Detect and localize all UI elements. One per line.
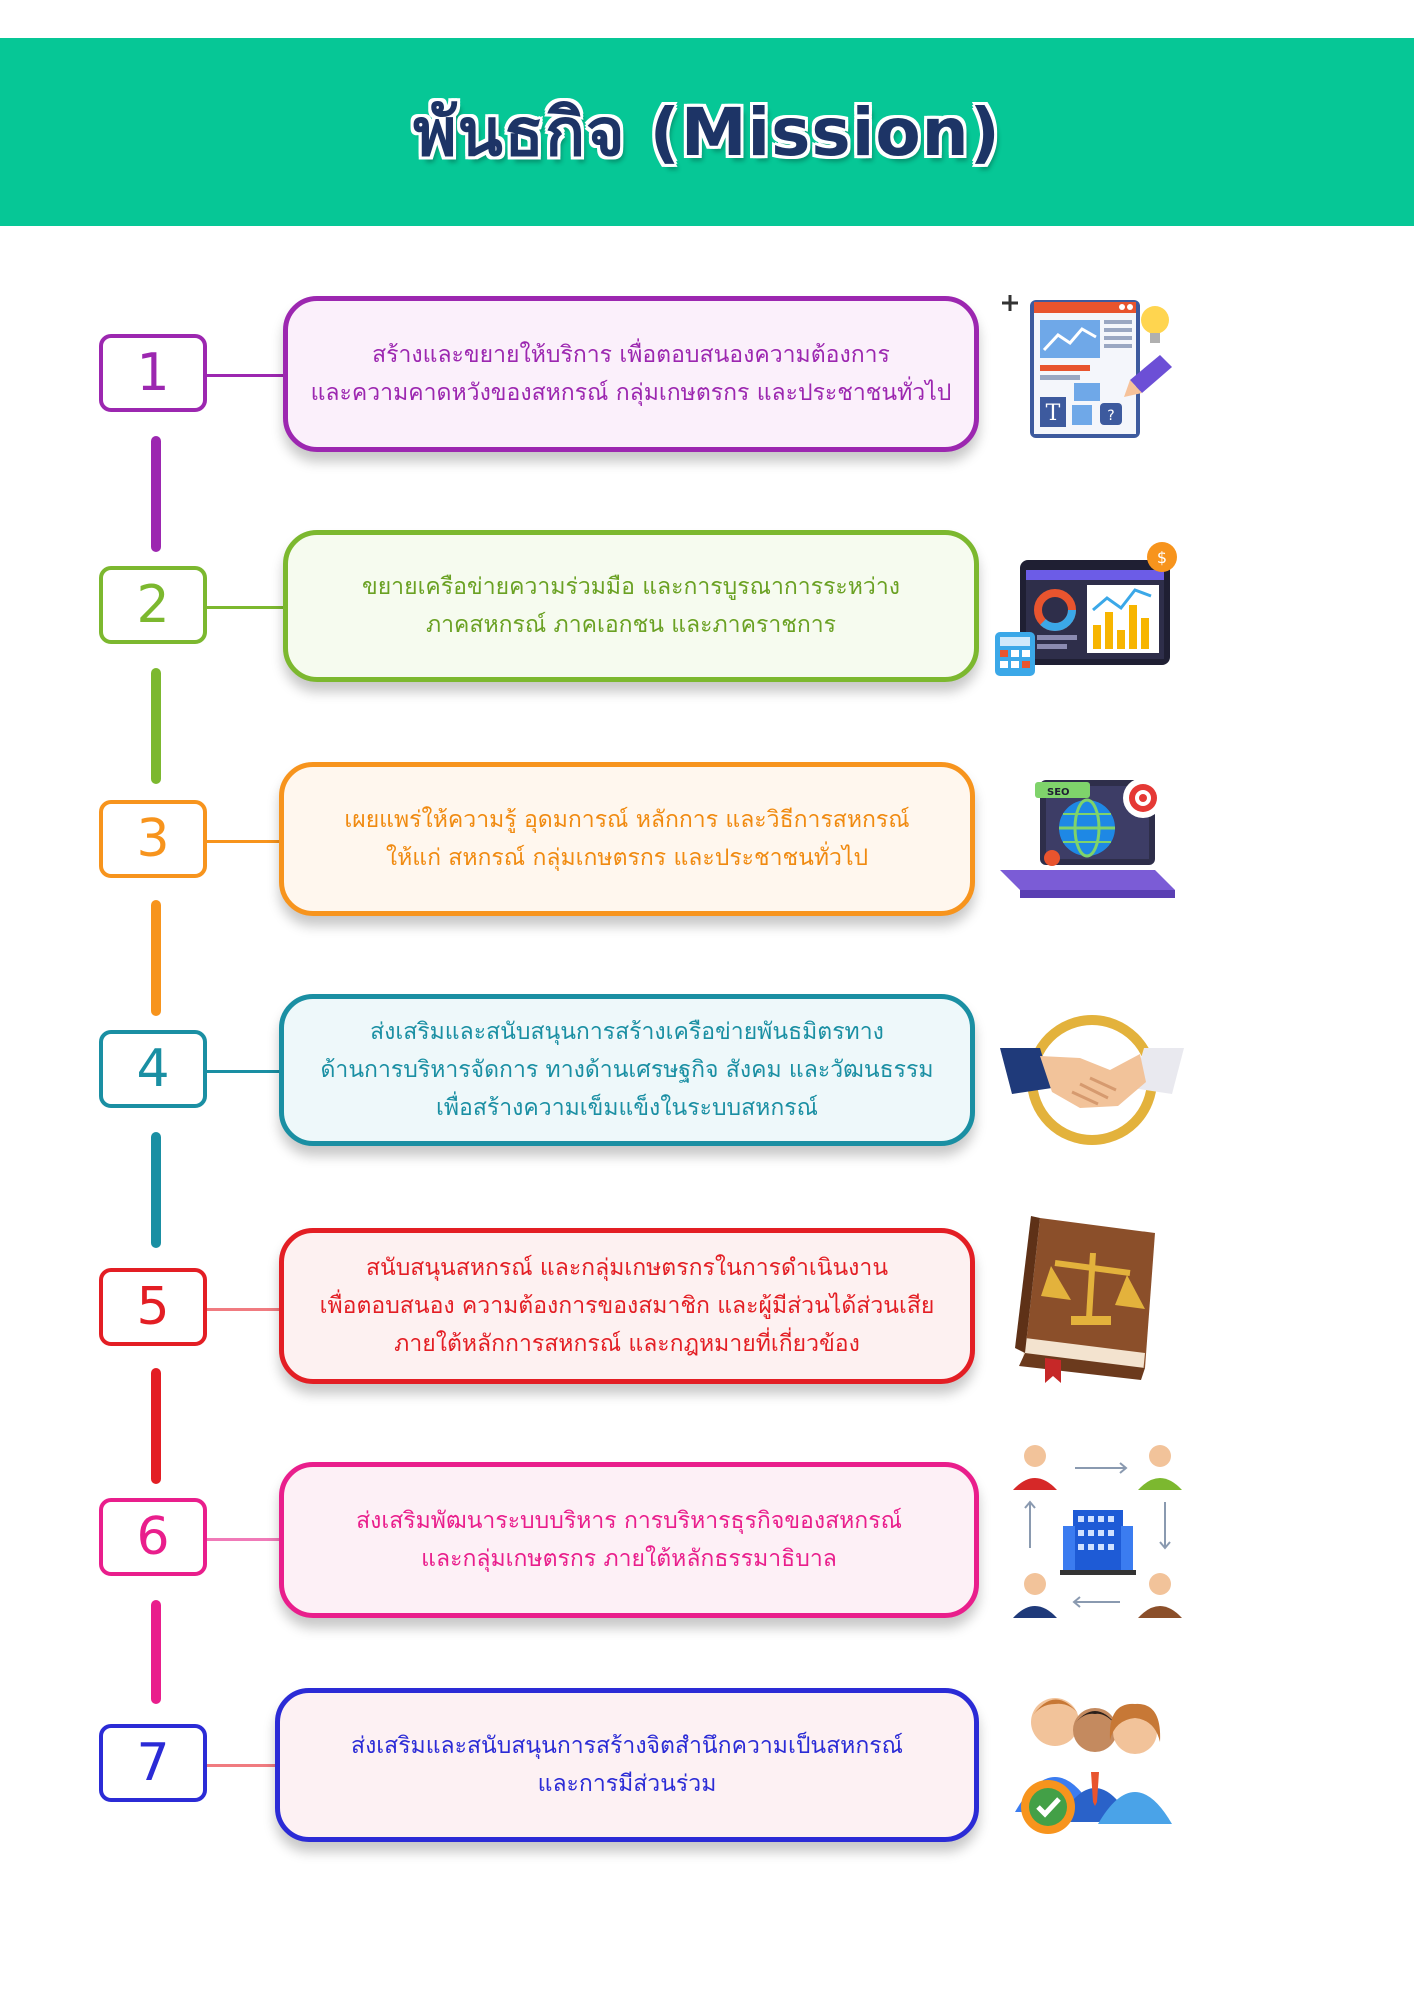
mission-connector-2 [207,606,285,609]
mission-box-6: ส่งเสริมพัฒนาระบบบริหาร การบริหารธุรกิจข… [279,1462,979,1618]
mission-connector-6 [207,1538,282,1541]
mission-box-3: เผยแพร่ให้ความรู้ อุดมการณ์ หลักการ และว… [279,762,975,916]
law-book-icon [1015,1216,1155,1383]
mission-text-7-line-1: ส่งเสริมและสนับสนุนการสร้างจิตสำนึกความเ… [351,1733,903,1759]
mission-connector-3 [207,840,282,843]
seo-laptop-icon: SEO [1000,778,1175,898]
team-people-icon [1015,1698,1172,1834]
mission-box-4: ส่งเสริมและสนับสนุนการสร้างเครือข่ายพันธ… [279,994,975,1146]
mission-text-2-line-1: ขยายเครือข่ายความร่วมมือ และการบูรณาการร… [361,574,900,600]
mission-text-3-line-2: ให้แก่ สหกรณ์ กลุ่มเกษตรกร และประชาชนทั่… [385,845,869,871]
svg-text:T: T [1046,401,1061,426]
title-banner: พันธกิจ (Mission) [0,38,1414,226]
mission-box-2: ขยายเครือข่ายความร่วมมือ และการบูรณาการร… [283,530,979,682]
mission-box-1: สร้างและขยายให้บริการ เพื่อตอบสนองความต้… [283,296,979,452]
mission-text-3-line-1: เผยแพร่ให้ความรู้ อุดมการณ์ หลักการ และว… [344,807,910,833]
organization-network-icon [1013,1445,1182,1618]
mission-text-4-line-2: ด้านการบริหารจัดการ ทางด้านเศรษฐกิจ สังค… [320,1057,934,1083]
mission-number-5: 5 [99,1268,207,1346]
timeline-segment-3-4 [151,900,161,1016]
mission-text-6-line-2: และกลุ่มเกษตรกร ภายใต้หลักธรรมาธิบาล [421,1546,837,1572]
svg-text:$: $ [1157,548,1167,567]
mission-number-3: 3 [99,800,207,878]
mission-connector-4 [207,1070,282,1073]
mission-connector-1 [207,374,285,377]
mission-connector-5 [207,1308,282,1311]
timeline-segment-2-3 [151,668,161,784]
analytics-dashboard-icon: $ [995,542,1177,676]
svg-text:?: ? [1107,408,1114,424]
mission-connector-7 [207,1764,279,1767]
mission-number-4: 4 [99,1030,207,1108]
mission-text-1-line-1: สร้างและขยายให้บริการ เพื่อตอบสนองความต้… [372,342,890,368]
mission-text-4-line-3: เพื่อสร้างความเข็มแข็งในระบบสหกรณ์ [436,1095,818,1121]
mission-box-5: สนับสนุนสหกรณ์ และกลุ่มเกษตรกรในการดำเนิ… [279,1228,975,1384]
timeline-segment-1-2 [151,436,161,552]
web-design-icon: T ? [1002,295,1172,438]
mission-text-5-line-2: เพื่อตอบสนอง ความต้องการของสมาชิก และผู้… [319,1293,935,1319]
mission-text-1-line-2: และความคาดหวังของสหกรณ์ กลุ่มเกษตรกร และ… [310,380,952,406]
mission-number-6: 6 [99,1498,207,1576]
mission-text-7-line-2: และการมีส่วนร่วม [537,1771,717,1797]
mission-text-5-line-3: ภายใต้หลักการสหกรณ์ และกฎหมายที่เกี่ยวข้… [394,1331,860,1357]
mission-text-4-line-1: ส่งเสริมและสนับสนุนการสร้างเครือข่ายพันธ… [370,1019,884,1045]
timeline-segment-5-6 [151,1368,161,1484]
timeline-segment-6-7 [151,1600,161,1704]
mission-number-1: 1 [99,334,207,412]
page-title: พันธกิจ (Mission) [413,93,1001,171]
mission-box-7: ส่งเสริมและสนับสนุนการสร้างจิตสำนึกความเ… [275,1688,979,1842]
mission-number-2: 2 [99,566,207,644]
handshake-icon [1000,1015,1184,1145]
svg-text:SEO: SEO [1047,787,1070,798]
mission-text-5-line-1: สนับสนุนสหกรณ์ และกลุ่มเกษตรกรในการดำเนิ… [365,1255,889,1281]
mission-number-7: 7 [99,1724,207,1802]
mission-text-2-line-2: ภาคสหกรณ์ ภาคเอกชน และภาคราชการ [425,612,837,638]
timeline-segment-4-5 [151,1132,161,1248]
mission-text-6-line-1: ส่งเสริมพัฒนาระบบบริหาร การบริหารธุรกิจข… [356,1508,902,1534]
